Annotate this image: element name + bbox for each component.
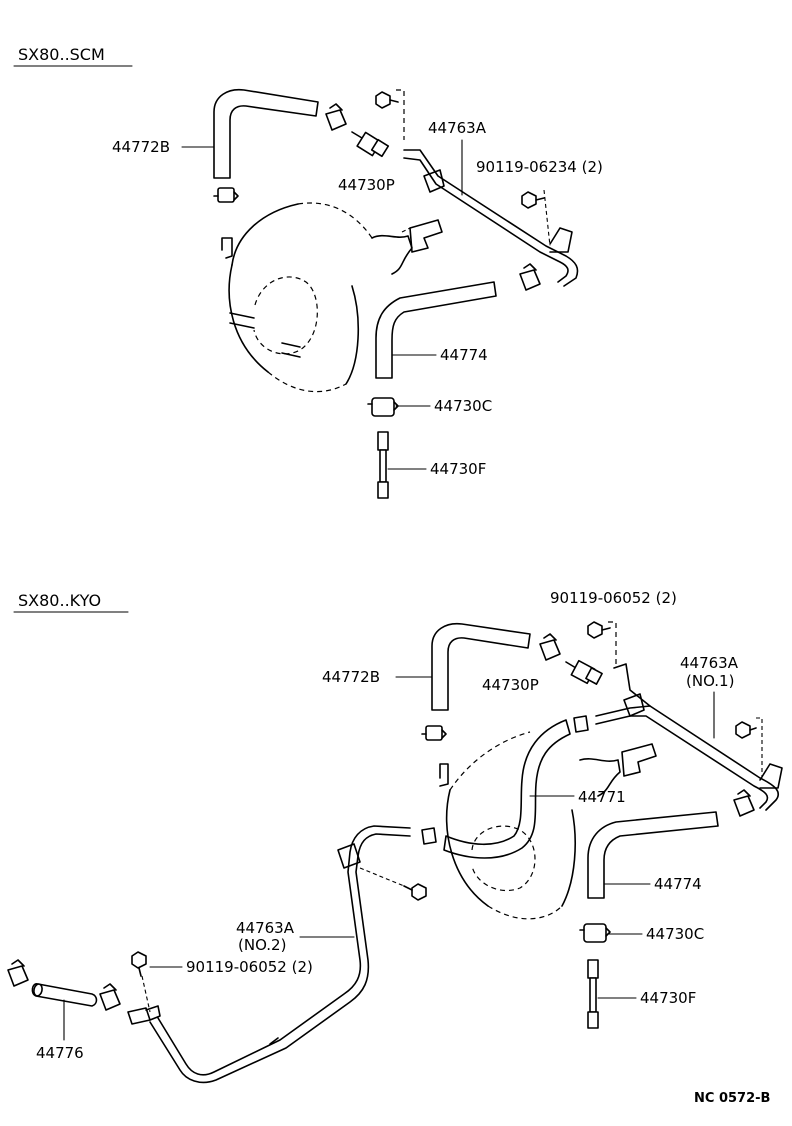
- bolt-icon: [521, 191, 545, 209]
- clamp-icon: [421, 725, 447, 741]
- pipe-44763a-scm: [403, 149, 579, 287]
- dash-leader: [396, 89, 405, 140]
- check-valve-44730p-scm: [351, 131, 390, 158]
- section-title-kyo: SX80..KYO: [18, 591, 101, 610]
- pipe-44763a-no1: [595, 663, 783, 811]
- hose-44776: [31, 983, 98, 1007]
- hose-44771: [443, 719, 571, 859]
- label-44763a-no1-b: (NO.1): [686, 672, 734, 690]
- section-scm: SX80..SCM 44772B: [13, 45, 603, 499]
- brake-booster-kyo: [439, 731, 657, 920]
- hose-44772b-scm: [213, 88, 319, 179]
- union-44730f-kyo: [587, 959, 599, 1029]
- label-44772b-kyo: 44772B: [322, 668, 380, 686]
- label-44763a-scm: 44763A: [428, 119, 487, 137]
- clamp-icon: [519, 263, 541, 291]
- clamp-icon: [7, 959, 29, 987]
- clamp-icon: [573, 715, 589, 733]
- diagram-reference: NC 0572-B: [694, 1091, 770, 1106]
- clamp-icon: [421, 827, 437, 845]
- clamp-icon: [325, 103, 347, 131]
- label-90119-06234-scm: 90119-06234 (2): [476, 158, 603, 176]
- label-44730c-kyo: 44730C: [646, 925, 704, 943]
- hose-44772b-kyo: [431, 622, 531, 711]
- clamp-icon: [733, 789, 755, 817]
- label-44774-kyo: 44774: [654, 875, 702, 893]
- label-44763a-no1-a: 44763A: [680, 654, 739, 672]
- clamp-icon: [213, 187, 239, 203]
- section-title-scm: SX80..SCM: [18, 45, 105, 64]
- label-44763a-no2-a: 44763A: [236, 919, 295, 937]
- bolt-icon: [403, 883, 427, 901]
- clamp-44730c-kyo: [579, 923, 611, 943]
- union-44730f-scm: [377, 431, 389, 499]
- clamp-44730c-scm: [367, 397, 399, 417]
- label-44730p-scm: 44730P: [338, 176, 395, 194]
- bolt-icon: [735, 721, 757, 739]
- section-kyo: SX80..KYO 90119-06052 (2) 44772B: [7, 589, 783, 1084]
- label-44730c-scm: 44730C: [434, 397, 492, 415]
- clamp-icon: [539, 633, 561, 661]
- fitting-icon: [127, 1005, 161, 1025]
- label-44771: 44771: [578, 788, 626, 806]
- bolt-icon: [131, 951, 147, 977]
- label-90119-06052-top: 90119-06052 (2): [550, 589, 677, 607]
- bolt-icon: [375, 91, 399, 109]
- label-44730p-kyo: 44730P: [482, 676, 539, 694]
- label-44774-scm: 44774: [440, 346, 488, 364]
- clamp-icon: [99, 983, 121, 1011]
- label-44776: 44776: [36, 1044, 84, 1062]
- label-44730f-scm: 44730F: [430, 460, 486, 478]
- brake-booster-scm: [221, 202, 443, 393]
- label-44730f-kyo: 44730F: [640, 989, 696, 1007]
- bolt-icon: [587, 621, 611, 639]
- label-90119-06052-bot: 90119-06052 (2): [186, 958, 313, 976]
- dash-leader: [608, 621, 617, 668]
- label-44772b-scm: 44772B: [112, 138, 170, 156]
- hose-44774-scm: [375, 281, 497, 379]
- label-44763a-no2-b: (NO.2): [238, 936, 286, 954]
- check-valve-44730p-kyo: [565, 659, 603, 685]
- hose-44774-kyo: [587, 811, 719, 899]
- pipe-44763a-no2: [149, 825, 411, 1084]
